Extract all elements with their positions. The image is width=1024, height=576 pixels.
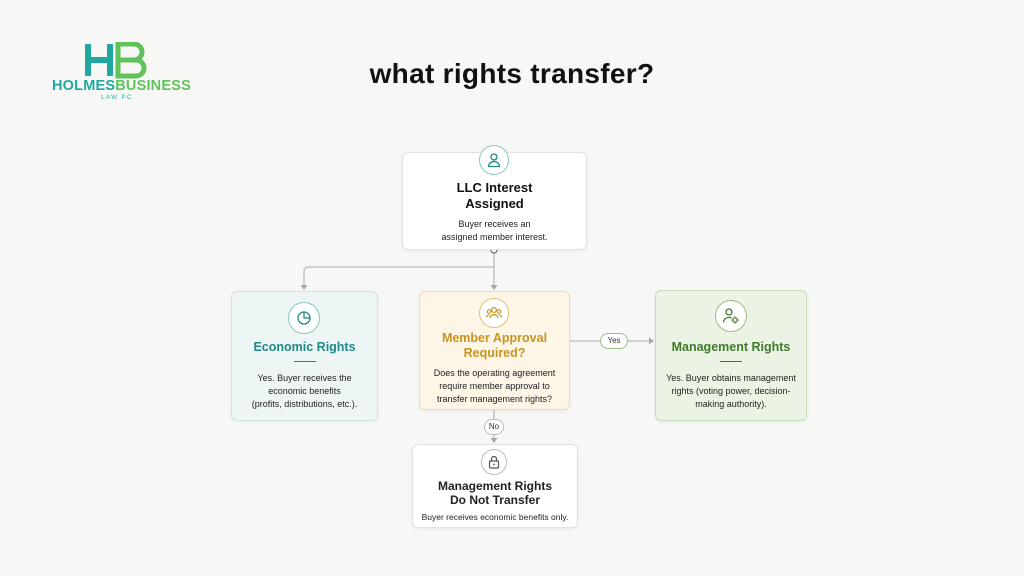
node-management-text-line1: Yes. Buyer obtains management bbox=[666, 373, 796, 383]
node-management-title: Management Rights bbox=[671, 340, 791, 354]
company-logo: HOLMESBUSINESS LAW PC bbox=[52, 42, 191, 101]
node-approval-text-line3: transfer management rights? bbox=[436, 394, 553, 404]
node-no-text: Buyer receives economic benefits only. bbox=[421, 512, 569, 522]
node-management-text-line2: rights (voting power, decision- bbox=[671, 386, 791, 396]
node-top-title-line2: Assigned bbox=[465, 196, 524, 211]
node-economic-text-line3: (profits, distributions, etc.). bbox=[251, 399, 358, 409]
pie-chart-icon bbox=[288, 302, 320, 334]
node-no-title-line1: Management Rights bbox=[437, 479, 552, 493]
logo-subtitle: LAW PC bbox=[101, 95, 133, 101]
node-approval-text-line2: require member approval to bbox=[439, 381, 550, 391]
node-management-text-line3: making authority). bbox=[695, 399, 767, 409]
user-gear-icon bbox=[715, 300, 747, 332]
node-approval-text-line1: Does the operating agreement bbox=[433, 368, 556, 378]
page-title: what rights transfer? bbox=[369, 58, 655, 89]
node-management-divider bbox=[720, 361, 742, 362]
node-approval-title-line1: Member Approval bbox=[441, 331, 548, 345]
node-top-title-line1: LLC Interest bbox=[456, 180, 533, 195]
node-no-title-line2: Do Not Transfer bbox=[449, 493, 540, 507]
no-edge-label: No bbox=[484, 419, 504, 435]
logo-mark-icon bbox=[85, 42, 147, 79]
group-icon bbox=[479, 298, 509, 328]
node-top-text-line2: assigned member interest. bbox=[441, 232, 548, 242]
node-economic-divider bbox=[293, 361, 316, 362]
node-approval-title-line2: Required? bbox=[463, 346, 526, 360]
node-top-text-line1: Buyer receives an bbox=[458, 219, 531, 229]
node-economic-title: Economic Rights bbox=[253, 340, 356, 354]
connector-top-to-economic bbox=[303, 266, 494, 288]
node-economic-text-line2: economic benefits bbox=[268, 386, 341, 396]
node-economic-text-line1: Yes. Buyer receives the bbox=[257, 373, 352, 383]
logo-name: HOLMESBUSINESS bbox=[52, 78, 191, 94]
lock-icon bbox=[481, 449, 507, 475]
person-icon bbox=[479, 145, 509, 175]
yes-edge-label: Yes bbox=[600, 333, 628, 349]
